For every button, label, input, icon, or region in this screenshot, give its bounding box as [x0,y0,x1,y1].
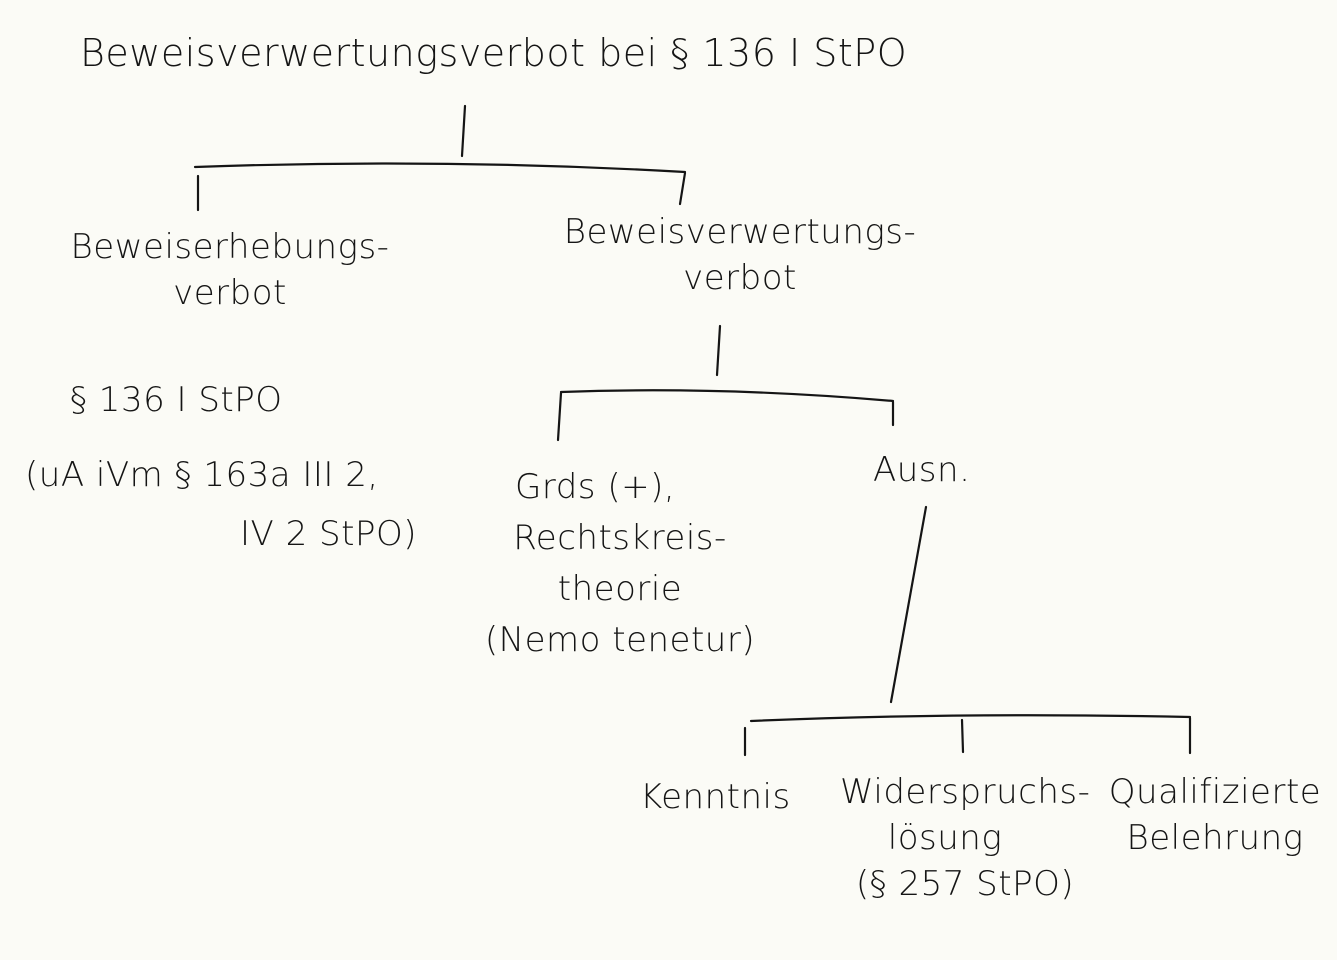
node-line: Widerspruchs- [840,772,1091,812]
connector-grds-drop [556,391,563,442]
node-line: Belehrung [1126,817,1304,858]
node-line: (§ 257 StPO) [855,863,1075,904]
node-grundsatz: Grds (+), Rechtskreis- theorie (Nemo ten… [470,462,770,666]
node-line: theorie [557,569,683,609]
connector-widerspruch-drop [960,718,965,754]
node-line: Grds (+), [515,467,676,507]
norm-136: § 136 I StPO [70,380,283,420]
root-title: Beweisverwertungsverbot bei § 136 I StPO [80,31,908,75]
node-line: Beweiserhebungs- [70,227,390,267]
reference-line-2: IV 2 StPO) [240,514,417,554]
node-qualifizierte-belehrung: Qualifizierte Belehrung [1105,770,1325,862]
connector-level1-bar [193,162,687,174]
node-line: Qualifizierte [1108,772,1322,812]
node-ausnahme: Ausn. [873,450,971,490]
node-beweiserhebungsverbot: Beweiserhebungs- verbot [70,225,390,317]
connector-ausn-stem [889,505,928,704]
connector-root-stem [460,104,467,158]
node-line: Beweisverwertungs- [563,212,917,252]
connector-right-drop [678,171,687,206]
connector-level3-bar [749,714,1192,723]
node-line: (Nemo tenetur) [484,620,756,660]
node-line: verbot [173,272,287,313]
node-widerspruchsloesung: Widerspruchs- lösung (§ 257 StPO) [840,770,1090,908]
connector-bvv-stem [715,324,722,377]
node-line: Rechtskreis- [513,518,727,558]
reference-line-1: (uA iVm § 163a III 2, [25,455,379,495]
connector-level2-bar [559,389,895,403]
node-kenntnis: Kenntnis [640,777,791,817]
node-line: lösung [887,817,1003,858]
node-line: verbot [683,257,797,298]
node-beweisverwertungsverbot: Beweisverwertungs- verbot [540,210,940,302]
